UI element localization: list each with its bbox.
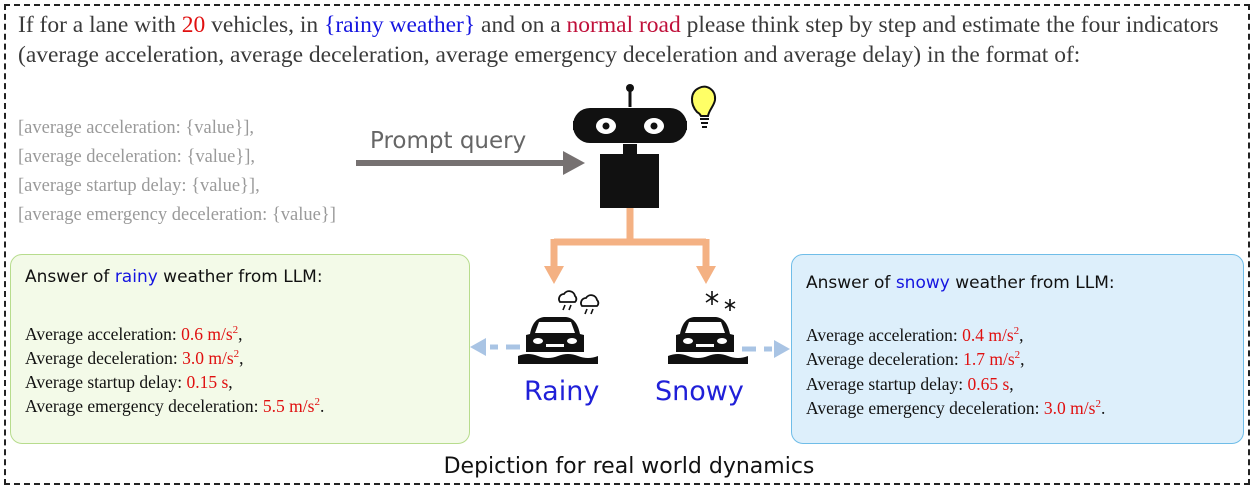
format-line-3: [average startup delay: {value}], [18, 176, 260, 196]
snowy-car-icon [668, 317, 748, 364]
rainy-row-startup-delay: Average startup delay: 0.15 s, [25, 372, 233, 392]
prompt-query-label: Prompt query [370, 128, 527, 154]
rainy-car-icon [518, 317, 598, 364]
prompt-weather: {rainy weather} [324, 12, 476, 38]
rainy-row-deceleration: Average deceleration: 3.0 m/s2, [25, 348, 244, 368]
snowy-row-acceleration: Average acceleration: 0.4 m/s2, [806, 325, 1024, 345]
snowflake-icon [705, 291, 736, 311]
prompt-road: normal road [566, 12, 681, 38]
prompt-part-4: please think step by step and estimate t… [18, 12, 1219, 68]
dashed-arrow-left [470, 338, 520, 356]
snowy-label: Snowy [655, 376, 744, 407]
format-line-1: [average acceleration: {value}], [18, 118, 255, 138]
snowy-answer-box: Answer of snowy weather from LLM: Averag… [791, 254, 1244, 444]
snowy-row-deceleration: Average deceleration: 1.7 m/s2, [806, 349, 1025, 369]
rainy-label: Rainy [524, 376, 600, 407]
rainy-title-post: weather from LLM: [157, 267, 323, 287]
prompt-query-arrow [356, 151, 585, 175]
dashed-frame [4, 4, 1250, 485]
snowy-row-startup-delay: Average startup delay: 0.65 s, [806, 374, 1014, 394]
rainy-title-pre: Answer of [25, 267, 115, 287]
prompt-part-1: If for a lane with [18, 12, 182, 38]
rainy-row-emergency-deceleration: Average emergency deceleration: 5.5 m/s2… [25, 396, 325, 416]
branch-arrows [544, 208, 716, 284]
rainy-row-acceleration: Average acceleration: 0.6 m/s2, [25, 324, 243, 344]
format-line-2: [average deceleration: {value}], [18, 147, 256, 167]
footer-caption: Depiction for real world dynamics [443, 454, 815, 479]
rainy-answer-box: Answer of rainy weather from LLM: Averag… [10, 254, 470, 444]
rain-cloud-icon [558, 290, 600, 315]
snowy-title-pre: Answer of [806, 273, 896, 293]
prompt-part-3: and on a [475, 12, 567, 38]
snowy-title-post: weather from LLM: [949, 273, 1115, 293]
rainy-title-keyword: rainy [114, 267, 158, 287]
prompt-part-2: vehicles, in [205, 12, 325, 38]
snowy-box-title: Answer of snowy weather from LLM: [806, 273, 1115, 293]
prompt-vehicle-count: 20 [181, 12, 206, 38]
snowy-title-keyword: snowy [895, 273, 950, 293]
lightbulb-icon [691, 85, 717, 128]
robot-icon [573, 84, 687, 208]
snowy-row-emergency-deceleration: Average emergency deceleration: 3.0 m/s2… [806, 398, 1106, 418]
rainy-box-title: Answer of rainy weather from LLM: [25, 267, 323, 287]
dashed-arrow-right [742, 340, 790, 358]
format-line-4: [average emergency deceleration: {value}… [18, 205, 336, 225]
prompt-text: If for a lane with 20 vehicles, in {rain… [18, 10, 1243, 70]
